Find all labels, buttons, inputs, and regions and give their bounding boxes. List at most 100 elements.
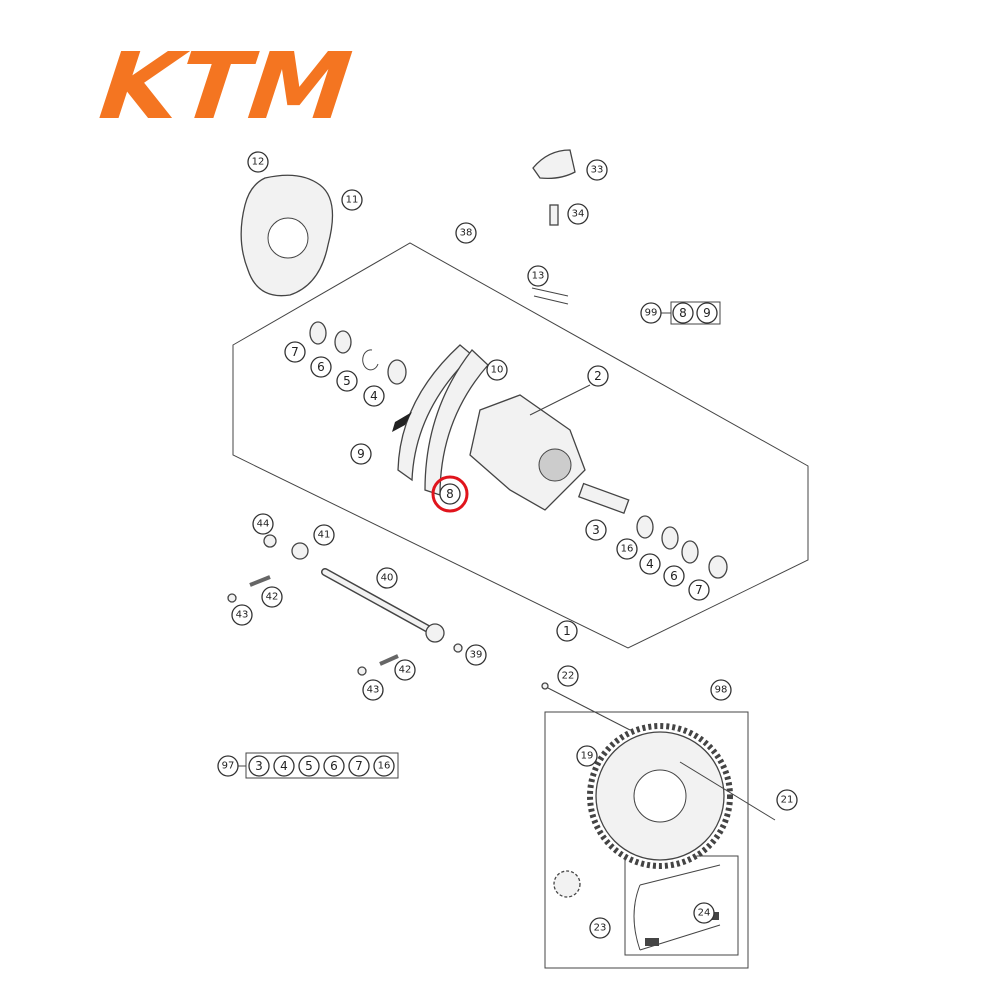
callout-number: 23 <box>594 923 607 934</box>
callout-24[interactable]: 24 <box>693 902 715 924</box>
callout-number: 97 <box>222 761 235 772</box>
callout-circle <box>336 370 358 392</box>
callout-10[interactable]: 10 <box>486 359 508 381</box>
callout-number: 6 <box>670 569 678 583</box>
callout-41[interactable]: 41 <box>313 524 335 546</box>
callout-number: 39 <box>470 650 483 661</box>
callout-39[interactable]: 39 <box>465 644 487 666</box>
callout-7[interactable]: 7 <box>348 755 370 777</box>
callout-6[interactable]: 6 <box>310 356 332 378</box>
callout-number: 5 <box>305 759 313 773</box>
callout-circle <box>585 519 607 541</box>
callout-circle <box>455 222 477 244</box>
sprocket-kit-outline <box>544 711 749 969</box>
callout-circle <box>486 359 508 381</box>
callout-34[interactable]: 34 <box>567 203 589 225</box>
callout-7[interactable]: 7 <box>284 341 306 363</box>
callout-circle <box>527 265 549 287</box>
callout-number: 16 <box>378 761 391 772</box>
callout-12[interactable]: 12 <box>247 151 269 173</box>
callout-98[interactable]: 98 <box>710 679 732 701</box>
callout-44[interactable]: 44 <box>252 513 274 535</box>
callout-19[interactable]: 19 <box>576 745 598 767</box>
hub <box>469 394 586 511</box>
callout-number: 42 <box>266 592 279 603</box>
callout-8[interactable]: 8 <box>672 302 694 324</box>
callout-circle <box>298 755 320 777</box>
callout-circle <box>688 579 710 601</box>
callout-5[interactable]: 5 <box>298 755 320 777</box>
callout-16[interactable]: 16 <box>616 538 638 560</box>
callout-33[interactable]: 33 <box>586 159 608 181</box>
callout-4[interactable]: 4 <box>363 385 385 407</box>
left-bearing-stack <box>309 321 407 385</box>
callout-97[interactable]: 97 <box>217 755 239 777</box>
callout-42[interactable]: 42 <box>261 586 283 608</box>
callout-43[interactable]: 43 <box>231 604 253 626</box>
callout-11[interactable]: 11 <box>341 189 363 211</box>
callout-number: 6 <box>317 360 325 374</box>
callout-38[interactable]: 38 <box>455 222 477 244</box>
rim <box>397 344 473 482</box>
part-13 <box>531 287 569 305</box>
callout-4[interactable]: 4 <box>273 755 295 777</box>
callout-number: 19 <box>581 751 594 762</box>
callout-circle <box>231 604 253 626</box>
ktm-logo: KTM <box>83 33 368 140</box>
callout-circle <box>589 917 611 939</box>
highlight-ring <box>431 475 469 513</box>
callout-3[interactable]: 3 <box>248 755 270 777</box>
callout-circle <box>313 524 335 546</box>
callout-number: 12 <box>252 157 265 168</box>
callout-number: 33 <box>591 165 604 176</box>
callout-40[interactable]: 40 <box>376 567 398 589</box>
callout-number: 43 <box>367 685 380 696</box>
callout-6[interactable]: 6 <box>323 755 345 777</box>
callout-number: 9 <box>357 447 365 461</box>
small-hardware <box>227 534 631 731</box>
callout-number: 7 <box>355 759 363 773</box>
axle <box>321 568 445 643</box>
callout-99[interactable]: 99 <box>640 302 662 324</box>
callout-2[interactable]: 2 <box>587 365 609 387</box>
callout-42[interactable]: 42 <box>394 659 416 681</box>
callout-16[interactable]: 16 <box>373 755 395 777</box>
callout-circle <box>567 203 589 225</box>
callout-21[interactable]: 21 <box>776 789 798 811</box>
callout-3[interactable]: 3 <box>585 519 607 541</box>
kit-99 <box>661 301 721 325</box>
callout-8[interactable]: 8 <box>431 475 469 513</box>
callout-circle <box>261 586 283 608</box>
callout-5[interactable]: 5 <box>336 370 358 392</box>
callout-number: 13 <box>532 271 545 282</box>
callout-circle <box>362 679 384 701</box>
callout-circle <box>284 341 306 363</box>
callout-13[interactable]: 13 <box>527 265 549 287</box>
callout-6[interactable]: 6 <box>663 565 685 587</box>
callout-43[interactable]: 43 <box>362 679 384 701</box>
kit-97 <box>238 752 399 779</box>
callout-circle <box>576 745 598 767</box>
callout-number: 42 <box>399 665 412 676</box>
callout-circle <box>557 665 579 687</box>
callout-9[interactable]: 9 <box>696 302 718 324</box>
callout-circle <box>465 644 487 666</box>
callout-number: 8 <box>446 487 454 501</box>
hub-bearing-seat <box>538 448 572 482</box>
callout-circle <box>616 538 638 560</box>
callout-circle <box>710 679 732 701</box>
callout-7[interactable]: 7 <box>688 579 710 601</box>
callout-circle <box>639 553 661 575</box>
callout-1[interactable]: 1 <box>556 620 578 642</box>
callout-9[interactable]: 9 <box>350 443 372 465</box>
callout-circle <box>672 302 694 324</box>
callout-23[interactable]: 23 <box>589 917 611 939</box>
rotation-arrow-icon <box>392 412 412 432</box>
callout-4[interactable]: 4 <box>639 553 661 575</box>
callout-circle <box>586 159 608 181</box>
callout-circle <box>273 755 295 777</box>
callout-circle <box>348 755 370 777</box>
callout-number: 16 <box>621 544 634 555</box>
callout-22[interactable]: 22 <box>557 665 579 687</box>
